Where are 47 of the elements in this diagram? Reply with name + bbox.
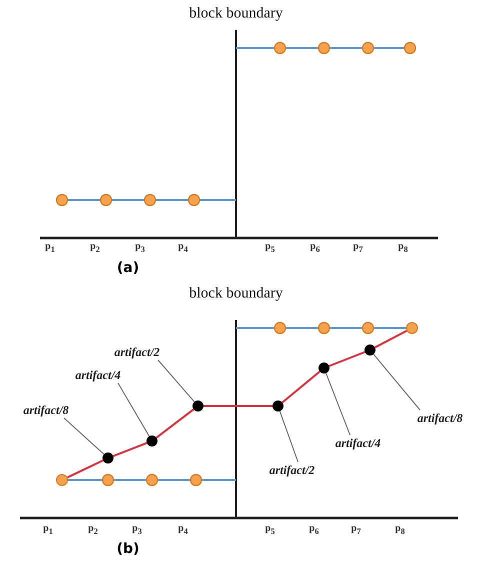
annotation-label: artifact/2	[114, 346, 160, 358]
position-label: p$_{1}$	[45, 242, 55, 254]
signal-line	[282, 370, 320, 404]
signal-line	[374, 330, 408, 348]
artifact-point	[318, 362, 330, 374]
boundary-label: block boundary	[189, 6, 283, 22]
position-label: p$_{4}$	[178, 242, 188, 254]
position-label: p$_{2}$	[90, 242, 100, 254]
panel-label: (b)	[116, 542, 140, 556]
sample-point	[406, 322, 418, 334]
sample-point	[56, 474, 68, 486]
annotation-label: artifact/8	[417, 412, 463, 424]
signal-line	[66, 459, 104, 478]
position-label: p$_{8}$	[395, 524, 405, 536]
position-label: p$_{5}$	[265, 242, 275, 254]
leader-line	[326, 372, 350, 436]
position-label: p$_{6}$	[310, 242, 320, 254]
signal-line	[156, 408, 194, 438]
position-label: p$_{7}$	[351, 524, 361, 536]
annotation-label: artifact/8	[23, 404, 69, 416]
leader-line	[373, 354, 420, 410]
position-label: p$_{6}$	[309, 524, 319, 536]
annotation-label: artifact/2	[269, 464, 315, 476]
boundary-label: block boundary	[189, 286, 283, 302]
leader-line	[64, 418, 104, 455]
leader-line	[118, 382, 150, 437]
position-label: p$_{2}$	[88, 524, 98, 536]
artifact-point	[146, 436, 158, 446]
signal-line	[204, 405, 272, 407]
position-label: p$_{8}$	[398, 242, 408, 254]
artifact-point	[364, 344, 376, 356]
signal-line	[112, 442, 148, 457]
position-label: p$_{7}$	[353, 242, 363, 254]
artifact-point	[272, 400, 284, 412]
position-label: p$_{3}$	[132, 524, 142, 536]
position-label: p$_{5}$	[265, 524, 275, 536]
panel-label: (a)	[116, 261, 140, 275]
leader-line	[158, 360, 195, 402]
position-label: p$_{4}$	[178, 524, 188, 536]
leader-line	[279, 410, 298, 462]
artifact-point	[102, 452, 114, 464]
artifact-point	[192, 400, 204, 412]
position-label: p$_{3}$	[135, 242, 145, 254]
annotation-label: artifact/4	[335, 437, 381, 449]
position-label: p$_{1}$	[43, 524, 53, 536]
signal-line	[328, 351, 366, 367]
annotation-label: artifact/4	[75, 369, 121, 381]
